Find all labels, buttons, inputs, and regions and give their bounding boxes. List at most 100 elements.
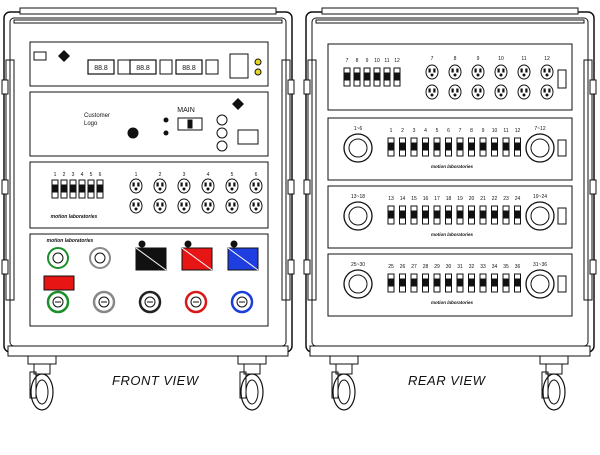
- rear-top-outlet-upper-1-slot-l: [451, 68, 454, 73]
- rear-top-breaker-0-toggle: [344, 72, 350, 81]
- rear-section-1-breaker-9-toggle: [492, 210, 497, 219]
- rear-latch-left-1: [303, 179, 311, 195]
- rear-caster-plate-1: [539, 355, 569, 365]
- rear-section-2-number-6: 31: [457, 264, 463, 270]
- rear-top-outlet-lower-5: [540, 84, 554, 100]
- front-caster-wheel-0: [30, 373, 54, 411]
- rear-top-outlet-upper-5-ground: [545, 73, 549, 77]
- rear-section-0-number-7: 8: [470, 128, 473, 134]
- rear-top-outlet-number-2: 9: [477, 56, 480, 62]
- front-meter-0: [87, 59, 115, 75]
- front-square-pin-2: [230, 240, 238, 248]
- rear-section-1-breaker-8-toggle: [480, 210, 486, 219]
- front-square-cross-0: [135, 247, 167, 271]
- front-outlet-bottom-5-slot-l: [252, 202, 255, 207]
- rear-top-outlet-upper-3: [494, 64, 508, 80]
- front-outlet-bottom-2: [177, 198, 191, 214]
- rear-top-outlet-lower-5-slot-l: [543, 88, 546, 93]
- rear-top-outlet-lower-5-ground: [545, 93, 549, 97]
- front-meter-panel: [29, 41, 269, 87]
- rear-section-1-number-8: 21: [480, 196, 486, 202]
- rear-section-0-number-4: 5: [436, 128, 439, 134]
- front-breaker-number-5: 6: [99, 172, 102, 178]
- front-breaker-3-toggle: [79, 184, 85, 193]
- rear-top-outlet-upper-4-ground: [522, 73, 526, 77]
- rear-top-outlet-upper-4: [517, 64, 531, 80]
- rear-top-outlet-lower-4-ground: [522, 93, 526, 97]
- front-outlet-bottom-4: [225, 198, 239, 214]
- rear-section-2-number-1: 26: [400, 264, 406, 270]
- front-panel-jack-2: [216, 140, 228, 152]
- rear-caster-hub-0: [337, 379, 351, 405]
- rear-top-outlet-number-4: 11: [521, 56, 526, 62]
- rear-section-0-breaker-6-toggle: [457, 142, 463, 151]
- front-latch-left-2: [1, 259, 9, 275]
- rear-top-breaker-number-1: 8: [356, 58, 359, 64]
- rear-top-outlet-upper-3-slot-r: [502, 68, 505, 73]
- rear-top-outlet-number-1: 8: [454, 56, 457, 62]
- rear-section-1-number-3: 16: [423, 196, 429, 202]
- rear-top-breaker-number-0: 7: [346, 58, 349, 64]
- rear-section-0-breaker-5-toggle: [446, 142, 451, 151]
- rear-section-1: [327, 185, 573, 249]
- front-grey-receptacle: [89, 247, 111, 269]
- rear-section-0-brand: motion laboratories: [431, 164, 474, 169]
- rear-section-1-number-7: 20: [469, 196, 475, 202]
- front-outlet-top-2: [177, 178, 191, 194]
- front-outlet-bottom-3: [201, 198, 215, 214]
- front-breaker-number-1: 2: [63, 172, 66, 178]
- rear-section-1-breaker-3-toggle: [423, 210, 428, 219]
- rear-section-0-number-11: 12: [515, 128, 521, 134]
- rear-socapex-left-core-1: [348, 206, 368, 226]
- front-indicator-1: [163, 130, 169, 136]
- rear-section-1-number-2: 15: [411, 196, 417, 202]
- front-brand-text: motion laboratories: [51, 214, 98, 220]
- rear-section-2-breaker-2-toggle: [411, 278, 417, 287]
- rear-section-2-number-8: 33: [480, 264, 486, 270]
- rear-socapex-left-core-0: [348, 138, 368, 158]
- front-caster-hub-0: [35, 379, 49, 405]
- front-outlet-bottom-5: [249, 198, 263, 214]
- rear-top-outlet-lower-3: [494, 84, 508, 100]
- rear-top-breaker-2-toggle: [364, 72, 370, 81]
- rear-section-1-breaker-0-toggle: [388, 210, 394, 219]
- rear-top-outlet-lower-3-slot-l: [497, 88, 500, 93]
- rear-section-0-number-6: 7: [459, 128, 462, 134]
- front-caster-bracket-1: [239, 371, 247, 399]
- rear-socapex-left-label-0: 1~6: [354, 126, 363, 132]
- rear-caster-wheel-1: [542, 373, 566, 411]
- rear-section-0-breaker-10-toggle: [503, 142, 509, 151]
- front-led-bottom: [254, 68, 262, 76]
- front-view-label: FRONT VIEW: [112, 373, 199, 388]
- rear-caster-bracket-1: [541, 371, 549, 399]
- rear-top-outlet-upper-5-slot-r: [548, 68, 551, 73]
- rear-top-outlet-upper-4-slot-l: [520, 68, 523, 73]
- front-meter-readout-2: 88.8: [182, 65, 196, 72]
- rear-section-1-breaker-5-toggle: [446, 210, 451, 219]
- rear-top-outlet-lower-2-ground: [476, 93, 480, 97]
- rear-top-breaker-number-3: 10: [374, 58, 380, 64]
- rear-top-outlet-upper-2-slot-r: [479, 68, 482, 73]
- front-outlet-bottom-0-ground: [134, 207, 138, 211]
- front-breaker-1-toggle: [61, 184, 67, 193]
- front-cert-label: [237, 129, 259, 145]
- front-outlet-top-2-ground: [182, 187, 186, 191]
- front-main-breaker-toggle: [187, 119, 193, 129]
- rear-top-outlet-lower-1-ground: [453, 93, 457, 97]
- rear-socapex-right-label-1: 19~24: [533, 194, 547, 200]
- front-outlet-bottom-0-slot-r: [137, 202, 140, 207]
- rear-section-1-breaker-2-toggle: [411, 210, 417, 219]
- rear-section-0-number-3: 4: [424, 128, 427, 134]
- rear-socapex-right-0: [525, 133, 555, 163]
- front-outlet-top-0-ground: [134, 187, 138, 191]
- front-lid-edge: [13, 19, 283, 24]
- rear-top-breaker-number-2: 9: [366, 58, 369, 64]
- front-meter-2: [175, 59, 203, 75]
- front-outlet-panel: [29, 161, 269, 229]
- front-outlet-top-1-slot-r: [161, 182, 164, 187]
- rear-section-2-breaker-7-toggle: [469, 278, 474, 287]
- front-outlet-bottom-2-slot-l: [180, 202, 183, 207]
- rear-latch-right-2: [589, 259, 597, 275]
- front-square-cross-2: [227, 247, 259, 271]
